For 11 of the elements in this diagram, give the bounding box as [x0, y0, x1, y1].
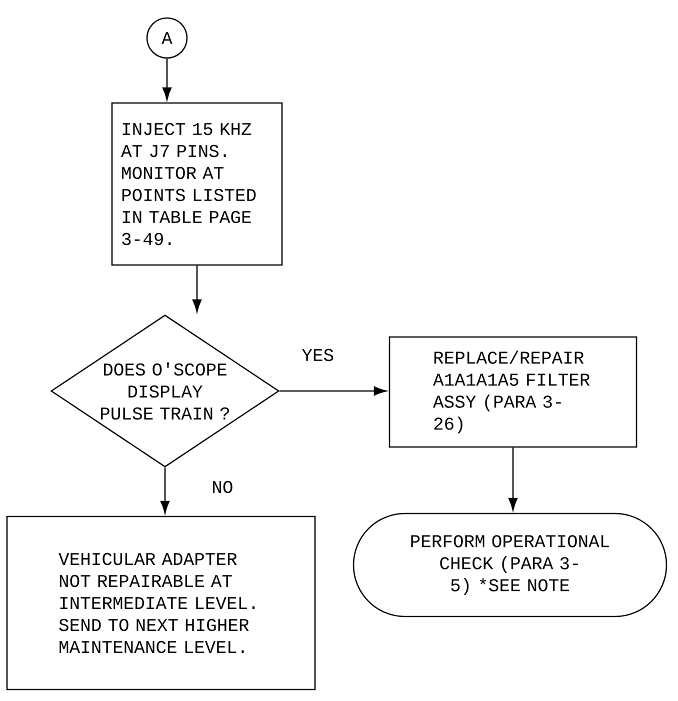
process-box: VEHICULAR ADAPTER NOT REPAIRABLE AT INTERMEDIATE LEVEL. SEND TO NEXT HIGHER MAINTENANCE LEVEL.: [6, 516, 316, 690]
terminal-box: PERFORM OPERATIONAL CHECK (PARA 3-5) *SEE NOTE: [352, 512, 668, 618]
edge-label: YES: [300, 348, 336, 362]
process-box: INJECT 15 KHZ AT J7 PINS. MONITOR AT POINTS LISTED IN TABLE PAGE 3-49.: [111, 102, 283, 266]
arrow: [280, 386, 386, 396]
arrow: [192, 266, 202, 312]
arrow: [162, 58, 172, 100]
process-box: REPLACE/REPAIR A1A1A1A5 FILTER ASSY (PARA 3-26): [388, 336, 638, 448]
arrow: [508, 448, 518, 510]
arrow: [160, 468, 170, 514]
edge-label: NO: [210, 480, 234, 494]
